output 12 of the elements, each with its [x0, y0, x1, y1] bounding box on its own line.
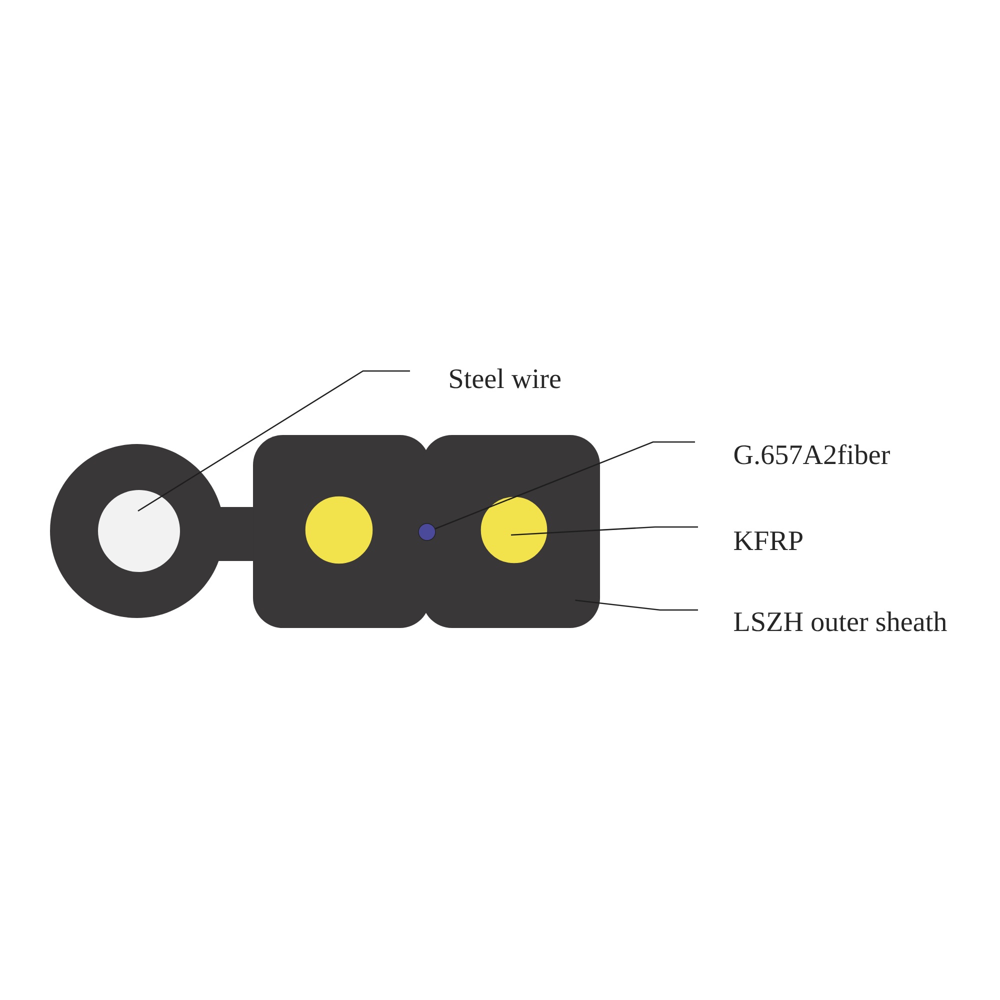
leader-line — [510, 526, 698, 536]
rod-circle — [480, 496, 548, 564]
callout-label: LSZH outer sheath — [734, 612, 947, 632]
callout-label: G.657A2fiber — [734, 444, 890, 464]
fiber-dot — [418, 523, 436, 541]
leader-line — [138, 370, 410, 512]
leader-line — [435, 441, 695, 530]
callout-label: KFRP — [734, 532, 802, 550]
leader-line — [575, 600, 698, 611]
wire-circle — [98, 490, 180, 572]
callout-label: Steel wire — [450, 368, 560, 388]
rod-circle — [304, 496, 374, 564]
